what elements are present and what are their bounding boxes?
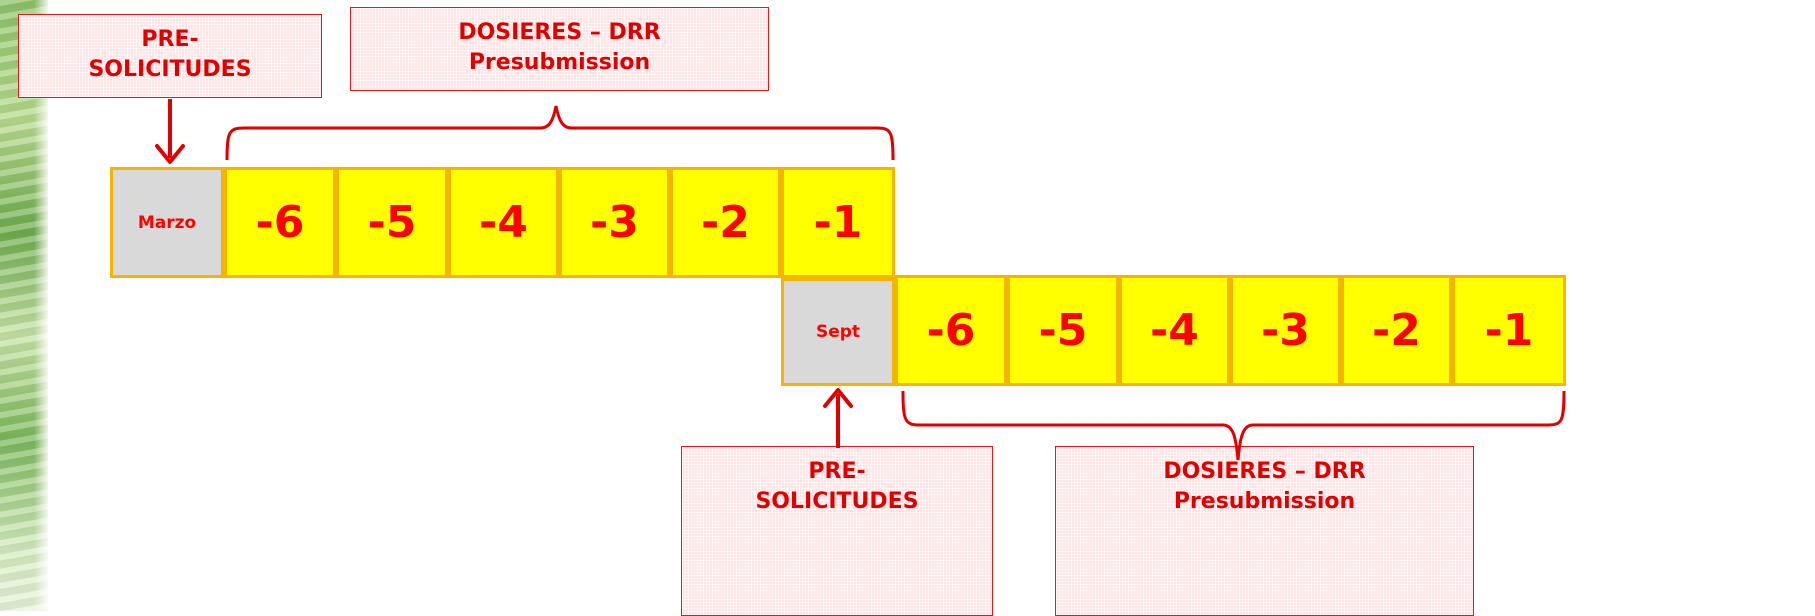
bottom-dosieres-line-2: Presubmission	[1173, 489, 1356, 514]
decorative-leaf-background	[0, 0, 48, 611]
top-dosieres-line-1: DOSIERES – DRR	[458, 20, 661, 45]
bottom-cell-4: -3	[1230, 275, 1341, 386]
top-pre-solicitudes-line-1: PRE-	[141, 27, 199, 52]
top-dosieres-label: DOSIERES – DRR Presubmission	[350, 7, 769, 91]
bottom-cell-6: -1	[1452, 275, 1566, 386]
bottom-dosieres-line-1: DOSIERES – DRR	[1163, 459, 1366, 484]
bottom-cell-5: -2	[1341, 275, 1452, 386]
top-cell-3: -4	[448, 167, 559, 278]
top-cell-6: -1	[781, 167, 895, 278]
top-brace	[225, 105, 895, 161]
bottom-pre-solicitudes-arrow	[823, 388, 853, 448]
top-cell-1: -6	[224, 167, 336, 278]
top-dosieres-line-2: Presubmission	[468, 50, 651, 75]
top-cell-5: -2	[670, 167, 781, 278]
bottom-dosieres-label: DOSIERES – DRR Presubmission	[1055, 446, 1474, 616]
top-pre-solicitudes-label: PRE- SOLICITUDES	[18, 14, 322, 98]
bottom-pre-solicitudes-label: PRE- SOLICITUDES	[681, 446, 993, 616]
top-month-cell: Marzo	[110, 167, 224, 278]
bottom-cell-3: -4	[1119, 275, 1230, 386]
bottom-pre-solicitudes-line-2: SOLICITUDES	[755, 489, 919, 514]
top-pre-solicitudes-arrow	[155, 99, 185, 164]
bottom-month-cell: Sept	[781, 278, 895, 386]
bottom-pre-solicitudes-line-1: PRE-	[808, 459, 866, 484]
top-cell-2: -5	[336, 167, 448, 278]
bottom-brace	[901, 390, 1566, 461]
top-pre-solicitudes-line-2: SOLICITUDES	[88, 57, 252, 82]
bottom-cell-2: -5	[1007, 275, 1119, 386]
top-cell-4: -3	[559, 167, 670, 278]
bottom-cell-1: -6	[895, 275, 1007, 386]
